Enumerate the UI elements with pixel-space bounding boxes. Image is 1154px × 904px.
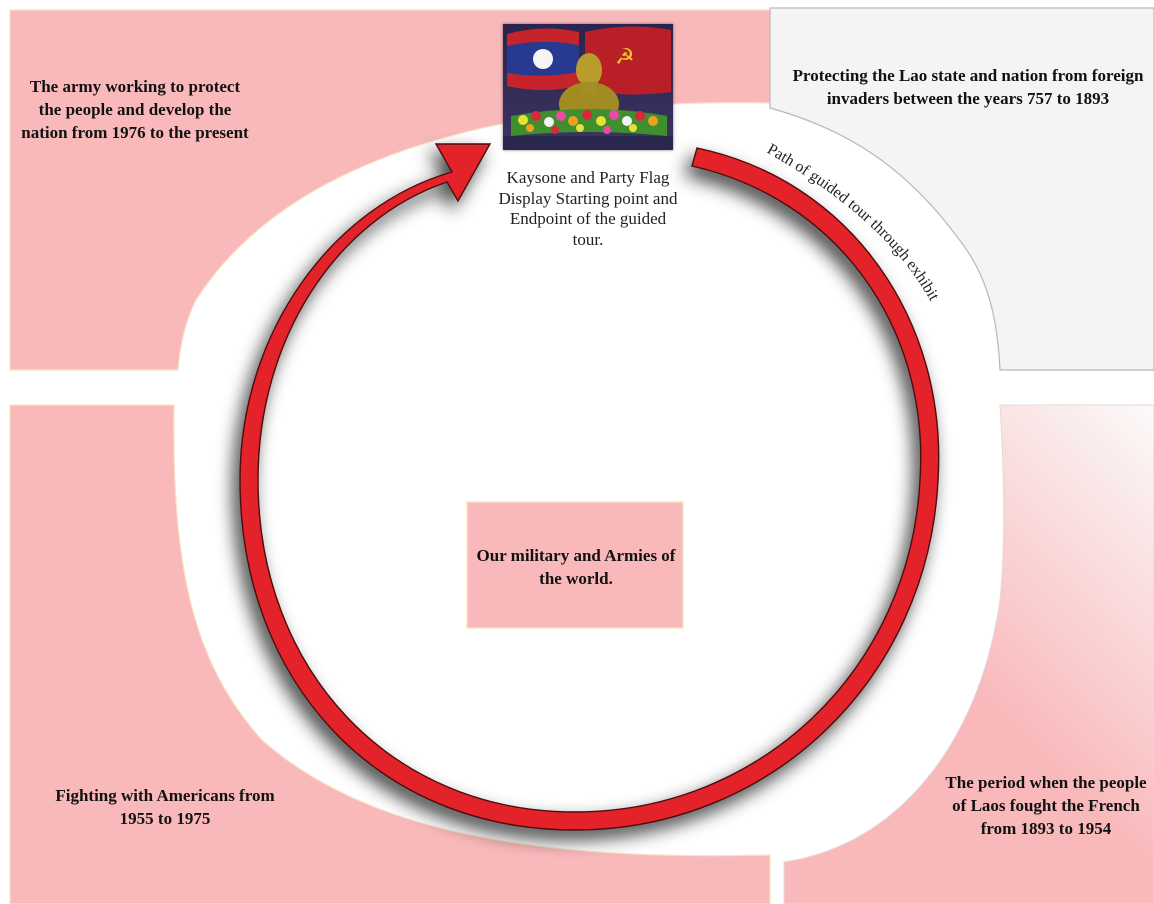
quadrant-bottom-right-label: The period when the people of Laos fough… <box>945 773 1147 838</box>
center-box <box>466 501 684 629</box>
start-point-label: Kaysone and Party Flag Display Starting … <box>498 168 678 249</box>
quadrant-top-right <box>769 7 1154 371</box>
quadrant-top-right-text: Protecting the Lao state and nation from… <box>792 66 1144 108</box>
quadrant-bottom-left-label: Fighting with Americans from 1955 to 197… <box>30 784 300 830</box>
quadrant-top-left-label: The army working to protect the people a… <box>21 77 249 142</box>
quadrant-top-right-label: Protecting the Lao state and nation from… <box>768 64 1154 110</box>
svg-text:☭: ☭ <box>615 45 635 70</box>
kaysone-display-photo: ☭ <box>503 24 673 150</box>
center-box-label: Our military and Armies of the world. <box>476 546 676 588</box>
quadrant-bottom-left <box>9 404 771 904</box>
photo-image: ☭ <box>503 24 673 150</box>
tour-path-arrow <box>239 143 940 831</box>
quadrant-bottom-right <box>783 404 1154 904</box>
quadrant-bottom-left-text: Fighting with Americans from 1955 to 197… <box>55 786 275 828</box>
